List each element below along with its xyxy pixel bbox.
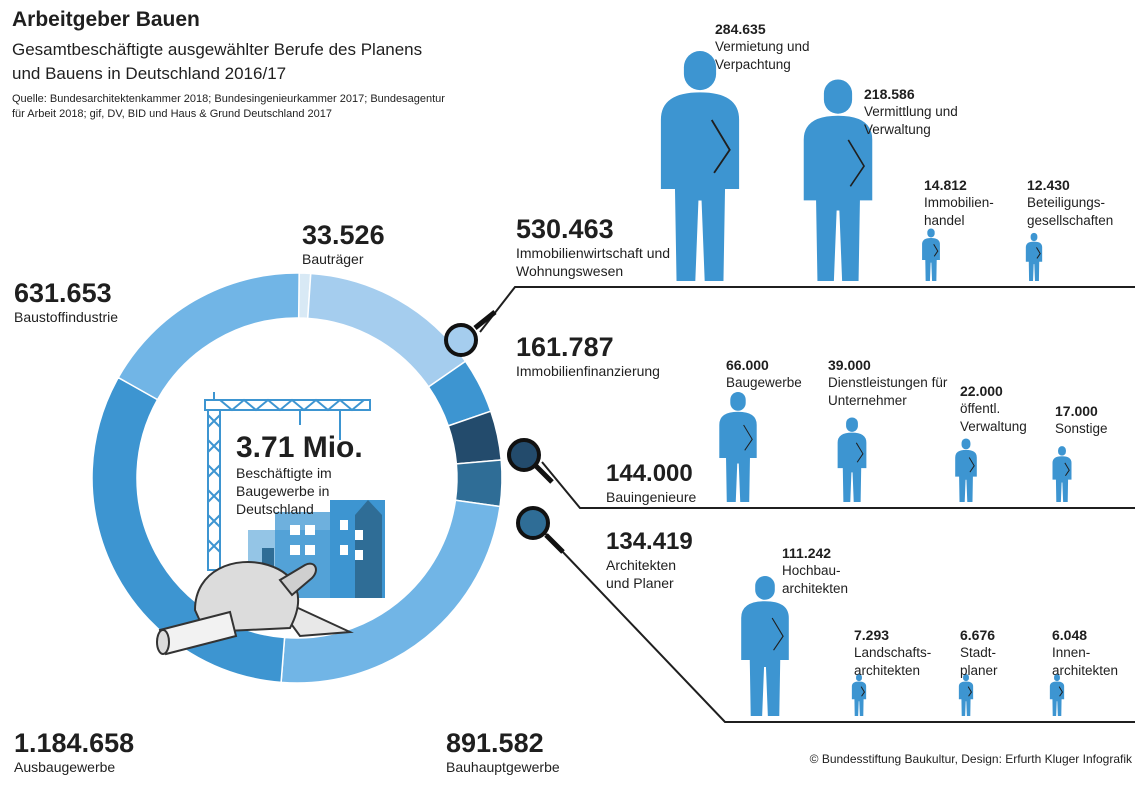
segment-label-immobilienwirtschaft: 530.463 Immobilienwirtschaft und Wohnung… xyxy=(516,214,676,280)
breakdown-vermittlung: 218.586 Vermittlung und Verwaltung xyxy=(864,85,979,139)
breakdown-value: 6.676 xyxy=(960,627,996,643)
breakdown-label: Beteiligungs-gesellschaften xyxy=(1027,195,1114,228)
person-icon xyxy=(851,674,867,716)
magnifier-icon-bauingenieure xyxy=(507,438,554,484)
segment-name: Ausbaugewerbe xyxy=(14,759,116,775)
segment-name: Immobilienfinanzierung xyxy=(516,363,660,379)
breakdown-label: Vermietung und Verpachtung xyxy=(715,39,810,72)
person-icon xyxy=(958,674,974,716)
segment-value: 134.419 xyxy=(606,528,693,555)
person-icon xyxy=(660,51,740,282)
segment-name: Bauträger xyxy=(302,251,364,267)
segment-name: Immobilienwirtschaft und Wohnungswesen xyxy=(516,245,671,279)
breakdown-value: 6.048 xyxy=(1052,627,1088,643)
person-icon xyxy=(837,417,867,502)
breakdown-value: 12.430 xyxy=(1027,177,1070,193)
person-icon xyxy=(1049,674,1065,716)
breakdown-hochbau: 111.242 Hochbau-architekten xyxy=(782,544,862,598)
segment-name: Bauingenieure xyxy=(606,489,697,505)
segment-label-ausbaugewerbe: 1.184.658 Ausbaugewerbe xyxy=(14,728,134,776)
donut-chart xyxy=(91,272,503,684)
person-icon xyxy=(955,438,977,502)
breakdown-value: 39.000 xyxy=(828,357,871,373)
person-icon xyxy=(1052,446,1072,502)
source-note: Quelle: Bundesarchitektenkammer 2018; Bu… xyxy=(12,93,445,120)
segment-label-bautraeger: 33.526 Bauträger xyxy=(302,220,385,268)
breakdown-verwaltung: 22.000 öffentl. Verwaltung xyxy=(960,382,1050,436)
segment-value: 891.582 xyxy=(446,728,544,758)
breakdown-label: Innen-architekten xyxy=(1052,645,1119,678)
breakdown-value: 111.242 xyxy=(782,545,832,561)
segment-label-baustoffindustrie: 631.653 Baustoffindustrie xyxy=(14,278,118,326)
segment-name: Baustoffindustrie xyxy=(14,309,119,325)
breakdown-immobilienhandel: 14.812 Immobilien-handel xyxy=(924,176,1004,230)
segment-label-bauhauptgewerbe: 891.582 Bauhauptgewerbe xyxy=(446,728,560,776)
credit-line: © Bundesstiftung Baukultur, Design: Erfu… xyxy=(809,752,1132,766)
breakdown-sonstige: 17.000 Sonstige xyxy=(1055,402,1135,438)
breakdown-landschaft: 7.293 Landschafts-architekten xyxy=(854,626,944,680)
breakdown-baugewerbe: 66.000 Baugewerbe xyxy=(726,356,826,392)
donut-segment-1 xyxy=(306,272,467,388)
page-subtitle: Gesamtbeschäftigte ausgewählter Berufe d… xyxy=(12,40,423,83)
segment-value: 530.463 xyxy=(516,214,614,244)
segment-value: 144.000 xyxy=(606,460,693,487)
breakdown-label: Vermittlung und Verwaltung xyxy=(864,104,958,137)
segment-value: 33.526 xyxy=(302,220,385,250)
breakdown-value: 22.000 xyxy=(960,383,1003,399)
breakdown-dienstleistungen: 39.000 Dienstleistungen für Unternehmer xyxy=(828,356,958,410)
breakdown-value: 284.635 xyxy=(715,21,766,37)
breakdown-stadtplaner: 6.676 Stadt-planer xyxy=(960,626,1020,680)
breakdown-label: Dienstleistungen für Unternehmer xyxy=(828,375,948,408)
segment-name: Architekten und Planer xyxy=(606,557,677,591)
center-label: Beschäftigte im Baugewerbe in Deutschlan… xyxy=(236,465,332,517)
center-total: 3.71 Mio. Beschäftigte im Baugewerbe in … xyxy=(236,432,376,518)
page-title: Arbeitgeber Bauen xyxy=(12,8,200,31)
person-icon xyxy=(719,392,757,502)
segment-value: 161.787 xyxy=(516,332,614,362)
breakdown-value: 66.000 xyxy=(726,357,769,373)
breakdown-label: Hochbau-architekten xyxy=(782,563,849,596)
segment-value: 631.653 xyxy=(14,278,112,308)
breakdown-beteiligung: 12.430 Beteiligungs-gesellschaften xyxy=(1027,176,1137,230)
breakdown-vermietung: 284.635 Vermietung und Verpachtung xyxy=(715,20,845,74)
breakdown-value: 17.000 xyxy=(1055,403,1098,419)
breakdown-value: 218.586 xyxy=(864,86,915,102)
person-icon xyxy=(922,228,940,281)
breakdown-label: Sonstige xyxy=(1055,421,1108,436)
magnifier-icon-architekten xyxy=(516,506,565,554)
breakdown-value: 14.812 xyxy=(924,177,967,193)
breakdown-label: Immobilien-handel xyxy=(924,195,994,228)
person-icon xyxy=(1025,232,1043,281)
breakdown-label: Stadt-planer xyxy=(960,645,998,678)
donut-segment-4 xyxy=(454,459,503,508)
breakdown-value: 7.293 xyxy=(854,627,890,643)
breakdown-label: öffentl. Verwaltung xyxy=(960,401,1027,434)
segment-label-immobilienfinanzierung: 161.787 Immobilienfinanzierung xyxy=(516,332,660,380)
segment-label-architekten: 134.419 Architekten und Planer xyxy=(606,528,696,592)
construction-illustration xyxy=(156,392,385,656)
person-icon xyxy=(803,79,873,281)
person-pictograms xyxy=(660,51,1072,716)
segment-name: Bauhauptgewerbe xyxy=(446,759,560,775)
person-icon xyxy=(741,576,789,716)
breakdown-innen: 6.048 Innen-architekten xyxy=(1052,626,1137,680)
breakdown-label: Baugewerbe xyxy=(726,375,802,390)
magnifier-icon-immobilien xyxy=(444,310,497,357)
breakdown-label: Landschafts-architekten xyxy=(854,645,932,678)
segment-value: 1.184.658 xyxy=(14,728,135,758)
donut-segment-7 xyxy=(117,272,300,401)
segment-label-bauingenieure: 144.000 Bauingenieure xyxy=(606,460,696,506)
center-value: 3.71 Mio. xyxy=(236,431,363,464)
